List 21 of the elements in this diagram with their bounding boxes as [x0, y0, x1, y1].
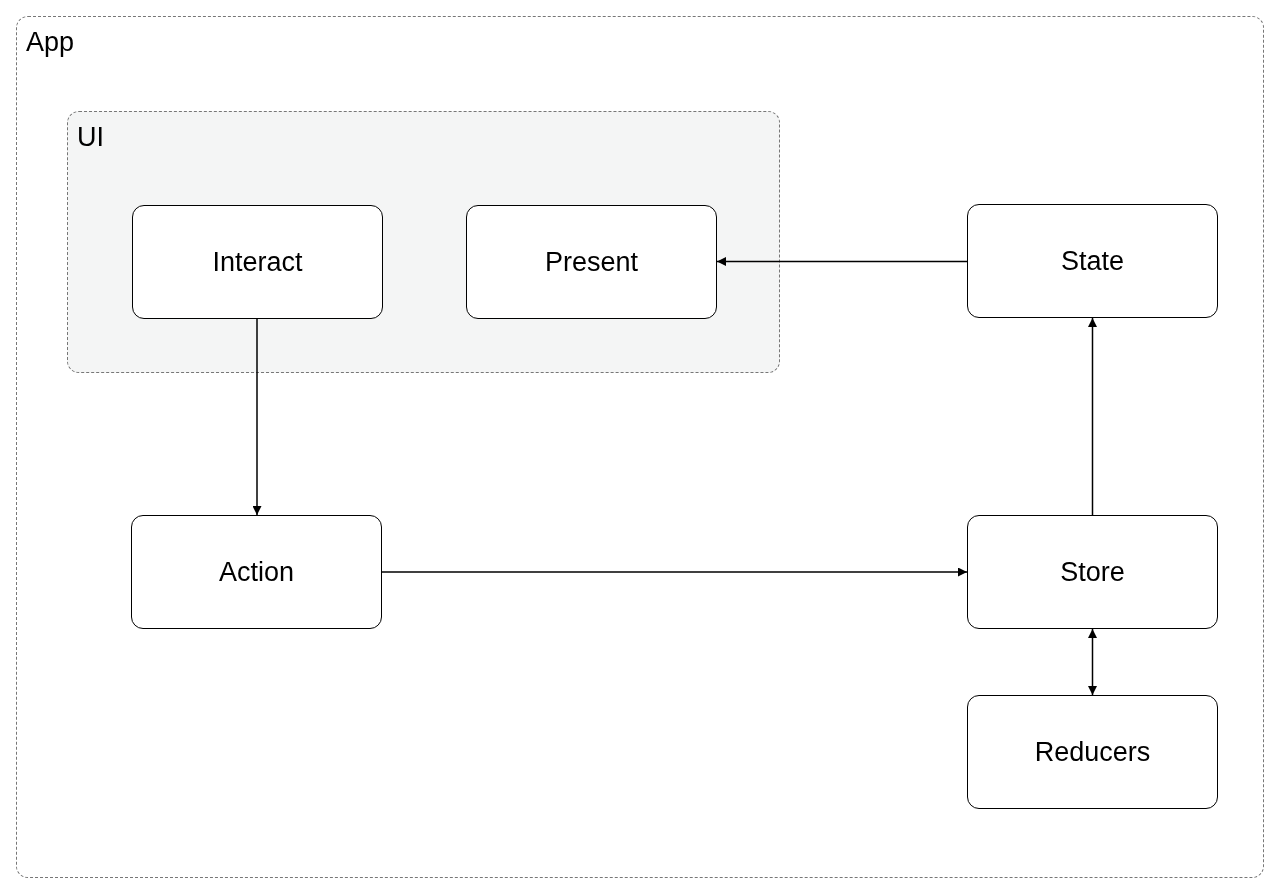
process-box — [466, 205, 717, 319]
arrow — [716, 257, 968, 266]
group-container — [67, 111, 780, 373]
arrow — [252, 318, 262, 516]
process-box — [967, 695, 1218, 809]
group-label: UI — [77, 124, 104, 151]
node-label: Interact — [212, 246, 303, 278]
process-box — [967, 515, 1218, 629]
process-box — [132, 205, 383, 319]
arrow — [1088, 317, 1097, 516]
node-label: Action — [218, 556, 294, 588]
arrow — [381, 567, 968, 577]
node-label: Present — [544, 246, 639, 278]
node-label: Store — [1060, 556, 1125, 588]
process-box — [967, 204, 1218, 318]
node-label: Reducers — [1034, 736, 1151, 768]
group-container — [16, 16, 1264, 878]
arrow — [1088, 628, 1097, 696]
node-label: State — [1060, 245, 1124, 277]
group-label: App — [26, 29, 75, 56]
process-box — [131, 515, 382, 629]
